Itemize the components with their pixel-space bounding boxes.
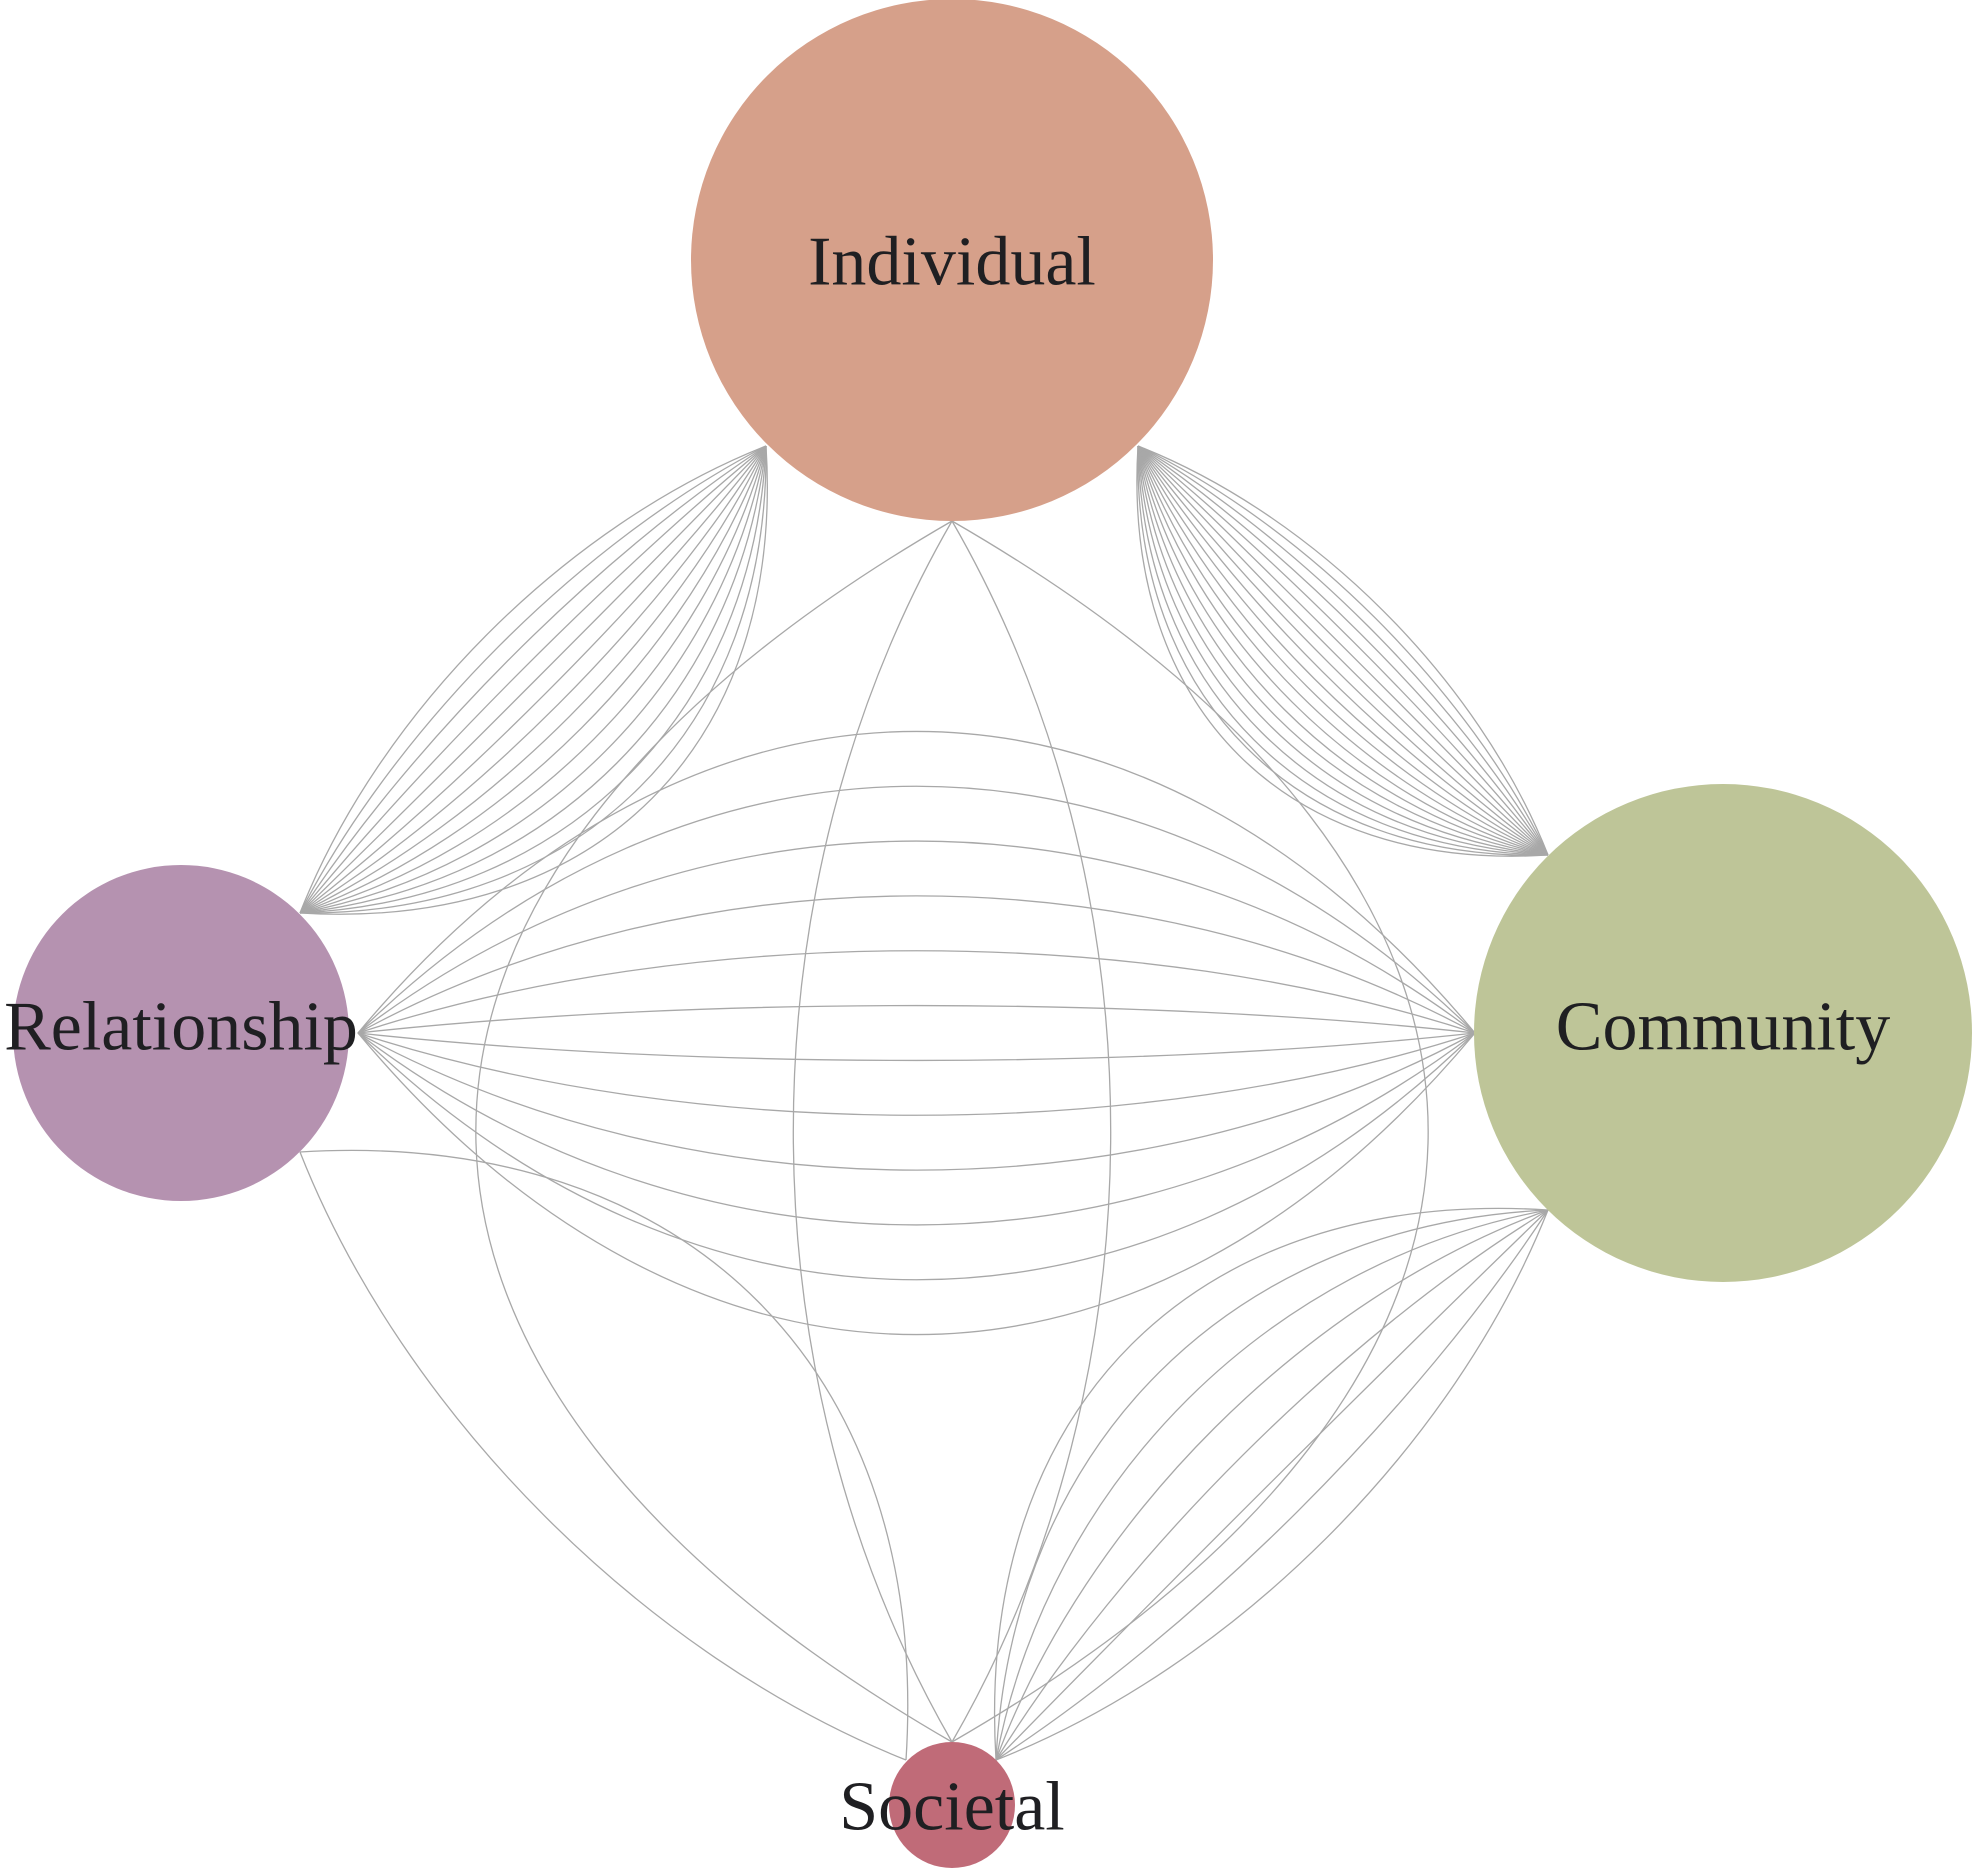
edge-individual-community bbox=[1137, 445, 1549, 856]
edge-relationship-community bbox=[357, 950, 1476, 1034]
edge-individual-community bbox=[1137, 445, 1549, 856]
edge-individual-relationship bbox=[299, 445, 767, 914]
edge-individual-community bbox=[1136, 445, 1549, 857]
edge-relationship-community bbox=[357, 1032, 1476, 1062]
edge-individual-relationship bbox=[299, 445, 767, 914]
node-individual-label: Individual bbox=[808, 224, 1096, 301]
edge-individual-community bbox=[1137, 445, 1549, 856]
node-societal-circle bbox=[889, 1742, 1015, 1868]
edge-individual-community bbox=[1137, 445, 1549, 856]
edge-community-societal bbox=[995, 1209, 1549, 1761]
edge-individual-community bbox=[1137, 445, 1549, 856]
node-relationship-label: Relationship bbox=[4, 989, 358, 1066]
node-community-circle bbox=[1474, 784, 1972, 1282]
node-relationship: Relationship bbox=[4, 865, 358, 1201]
edge-relationship-community bbox=[357, 1032, 1476, 1226]
edge-individual-relationship bbox=[299, 445, 767, 914]
edge-individual-community bbox=[1137, 445, 1549, 856]
node-individual-circle bbox=[691, 0, 1213, 521]
node-community: Community bbox=[1474, 784, 1972, 1282]
edge-individual-community bbox=[1137, 445, 1549, 856]
edge-individual-relationship bbox=[299, 445, 767, 914]
node-individual: Individual bbox=[691, 0, 1213, 521]
edge-individual-relationship bbox=[299, 445, 767, 914]
edge-relationship-community bbox=[357, 1032, 1476, 1116]
edge-community-societal bbox=[994, 1207, 1549, 1761]
edge-individual-community bbox=[1137, 445, 1549, 856]
edge-individual-community bbox=[1137, 445, 1549, 856]
edge-individual-community bbox=[1137, 445, 1549, 856]
edge-individual-relationship bbox=[299, 445, 767, 914]
edge-relationship-societal bbox=[299, 1149, 909, 1761]
edge-individual-community bbox=[1137, 445, 1549, 856]
edge-individual-community bbox=[1137, 445, 1549, 856]
edge-individual-societal bbox=[951, 520, 1112, 1743]
edge-individual-relationship bbox=[299, 445, 767, 914]
edge-individual-relationship bbox=[299, 445, 767, 914]
edge-community-societal bbox=[995, 1209, 1549, 1761]
edge-individual-societal bbox=[475, 520, 953, 1743]
edge-relationship-community bbox=[357, 895, 1476, 1034]
edge-individual-community bbox=[1137, 445, 1549, 856]
node-relationship-circle bbox=[13, 865, 349, 1201]
edge-community-societal bbox=[995, 1209, 1549, 1761]
edge-individual-relationship bbox=[299, 445, 767, 914]
edge-relationship-societal bbox=[299, 1151, 907, 1761]
edge-individual-community bbox=[1137, 445, 1549, 856]
edge-community-societal bbox=[995, 1209, 1549, 1761]
edge-individual-relationship bbox=[299, 445, 767, 914]
edge-community-societal bbox=[995, 1209, 1549, 1761]
edge-individual-societal bbox=[951, 520, 1429, 1743]
node-societal-label: Societal bbox=[839, 1769, 1064, 1846]
edge-relationship-community bbox=[357, 1032, 1476, 1281]
edge-relationship-community bbox=[357, 840, 1476, 1034]
edge-individual-relationship bbox=[299, 445, 767, 914]
edges-layer bbox=[299, 445, 1549, 1761]
edge-individual-relationship bbox=[299, 445, 768, 915]
edge-individual-community bbox=[1137, 445, 1549, 856]
edge-community-societal bbox=[995, 1209, 1549, 1761]
edge-individual-relationship bbox=[299, 445, 767, 914]
node-societal: Societal bbox=[839, 1742, 1065, 1868]
edge-individual-community bbox=[1137, 445, 1549, 856]
edge-individual-societal bbox=[792, 520, 953, 1743]
edge-relationship-community bbox=[357, 1004, 1476, 1034]
edge-relationship-community bbox=[357, 730, 1476, 1034]
edge-relationship-community bbox=[357, 1032, 1476, 1336]
edge-individual-relationship bbox=[299, 445, 767, 914]
edge-community-societal bbox=[995, 1209, 1549, 1761]
edge-relationship-community bbox=[357, 1032, 1476, 1171]
node-community-label: Community bbox=[1556, 989, 1890, 1066]
edge-individual-community bbox=[1137, 445, 1549, 856]
edge-individual-community bbox=[1137, 445, 1549, 856]
edge-relationship-community bbox=[357, 785, 1476, 1034]
edge-individual-relationship bbox=[299, 445, 767, 914]
edge-individual-community bbox=[1137, 445, 1549, 856]
